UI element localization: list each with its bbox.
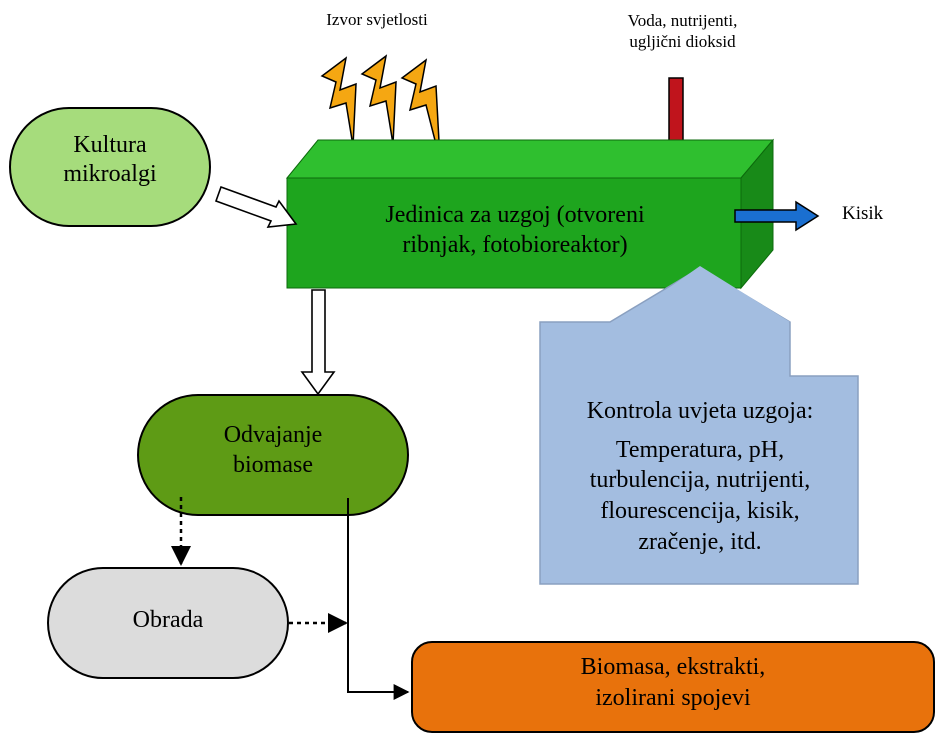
oxygen-label: Kisik	[842, 203, 884, 224]
light-source-label: Izvor svjetlosti	[326, 10, 428, 29]
culture-label-line1: Kultura	[73, 132, 147, 158]
cultivation-unit-front	[286, 177, 742, 289]
control-arrowhead	[620, 266, 790, 376]
control-line1: Temperatura, pH,	[615, 436, 785, 463]
lightning-bolt-icon	[320, 56, 357, 147]
control-line4: zračenje, itd.	[638, 528, 762, 555]
control-title: Kontrola uvjeta uzgoja:	[586, 398, 814, 424]
control-line3: flourescencija, kisik,	[600, 498, 800, 525]
products-label: Biomasa, ekstrakti, izolirani spojevi	[420, 652, 926, 714]
lightning-bolt-icon	[360, 54, 397, 145]
cultivation-unit-line1: Jedinica za uzgoj (otvoreni	[385, 202, 645, 228]
separation-label-line1: Odvajanje	[223, 422, 323, 448]
separation-to-products-arrow	[347, 498, 410, 700]
culture-node	[9, 107, 211, 227]
culture-label: Kultura mikroalgi	[20, 131, 200, 189]
separation-label-line2: biomase	[233, 452, 313, 478]
separation-node	[137, 394, 409, 516]
control-label: Kontrola uvjeta uzgoja: Temperatura, pH,…	[545, 396, 855, 558]
oxygen-arrow-icon	[734, 200, 820, 232]
cultivation-unit-top	[285, 139, 775, 179]
products-label-line1: Biomasa, ekstrakti,	[580, 654, 766, 680]
separation-label: Odvajanje biomase	[148, 420, 398, 480]
culture-label-line2: mikroalgi	[63, 160, 157, 187]
processing-node	[47, 567, 289, 679]
inputs-label-line2: ugljični dioksid	[629, 32, 736, 52]
culture-to-unit-arrow	[214, 185, 298, 228]
inputs-label-line1: Voda, nutrijenti,	[627, 11, 738, 30]
products-label-line2: izolirani spojevi	[595, 685, 751, 712]
unit-to-separation-arrow	[300, 289, 336, 396]
products-node	[411, 641, 935, 733]
control-line2: turbulencija, nutrijenti,	[589, 467, 811, 494]
cultivation-unit-label: Jedinica za uzgoj (otvoreni ribnjak, fot…	[300, 200, 730, 260]
inputs-label: Voda, nutrijenti, ugljični dioksid	[595, 10, 770, 53]
processing-label: Obrada	[132, 607, 204, 633]
cultivation-unit-box	[285, 138, 775, 290]
cultivation-unit-line2: ribnjak, fotobioreaktor)	[402, 232, 628, 258]
